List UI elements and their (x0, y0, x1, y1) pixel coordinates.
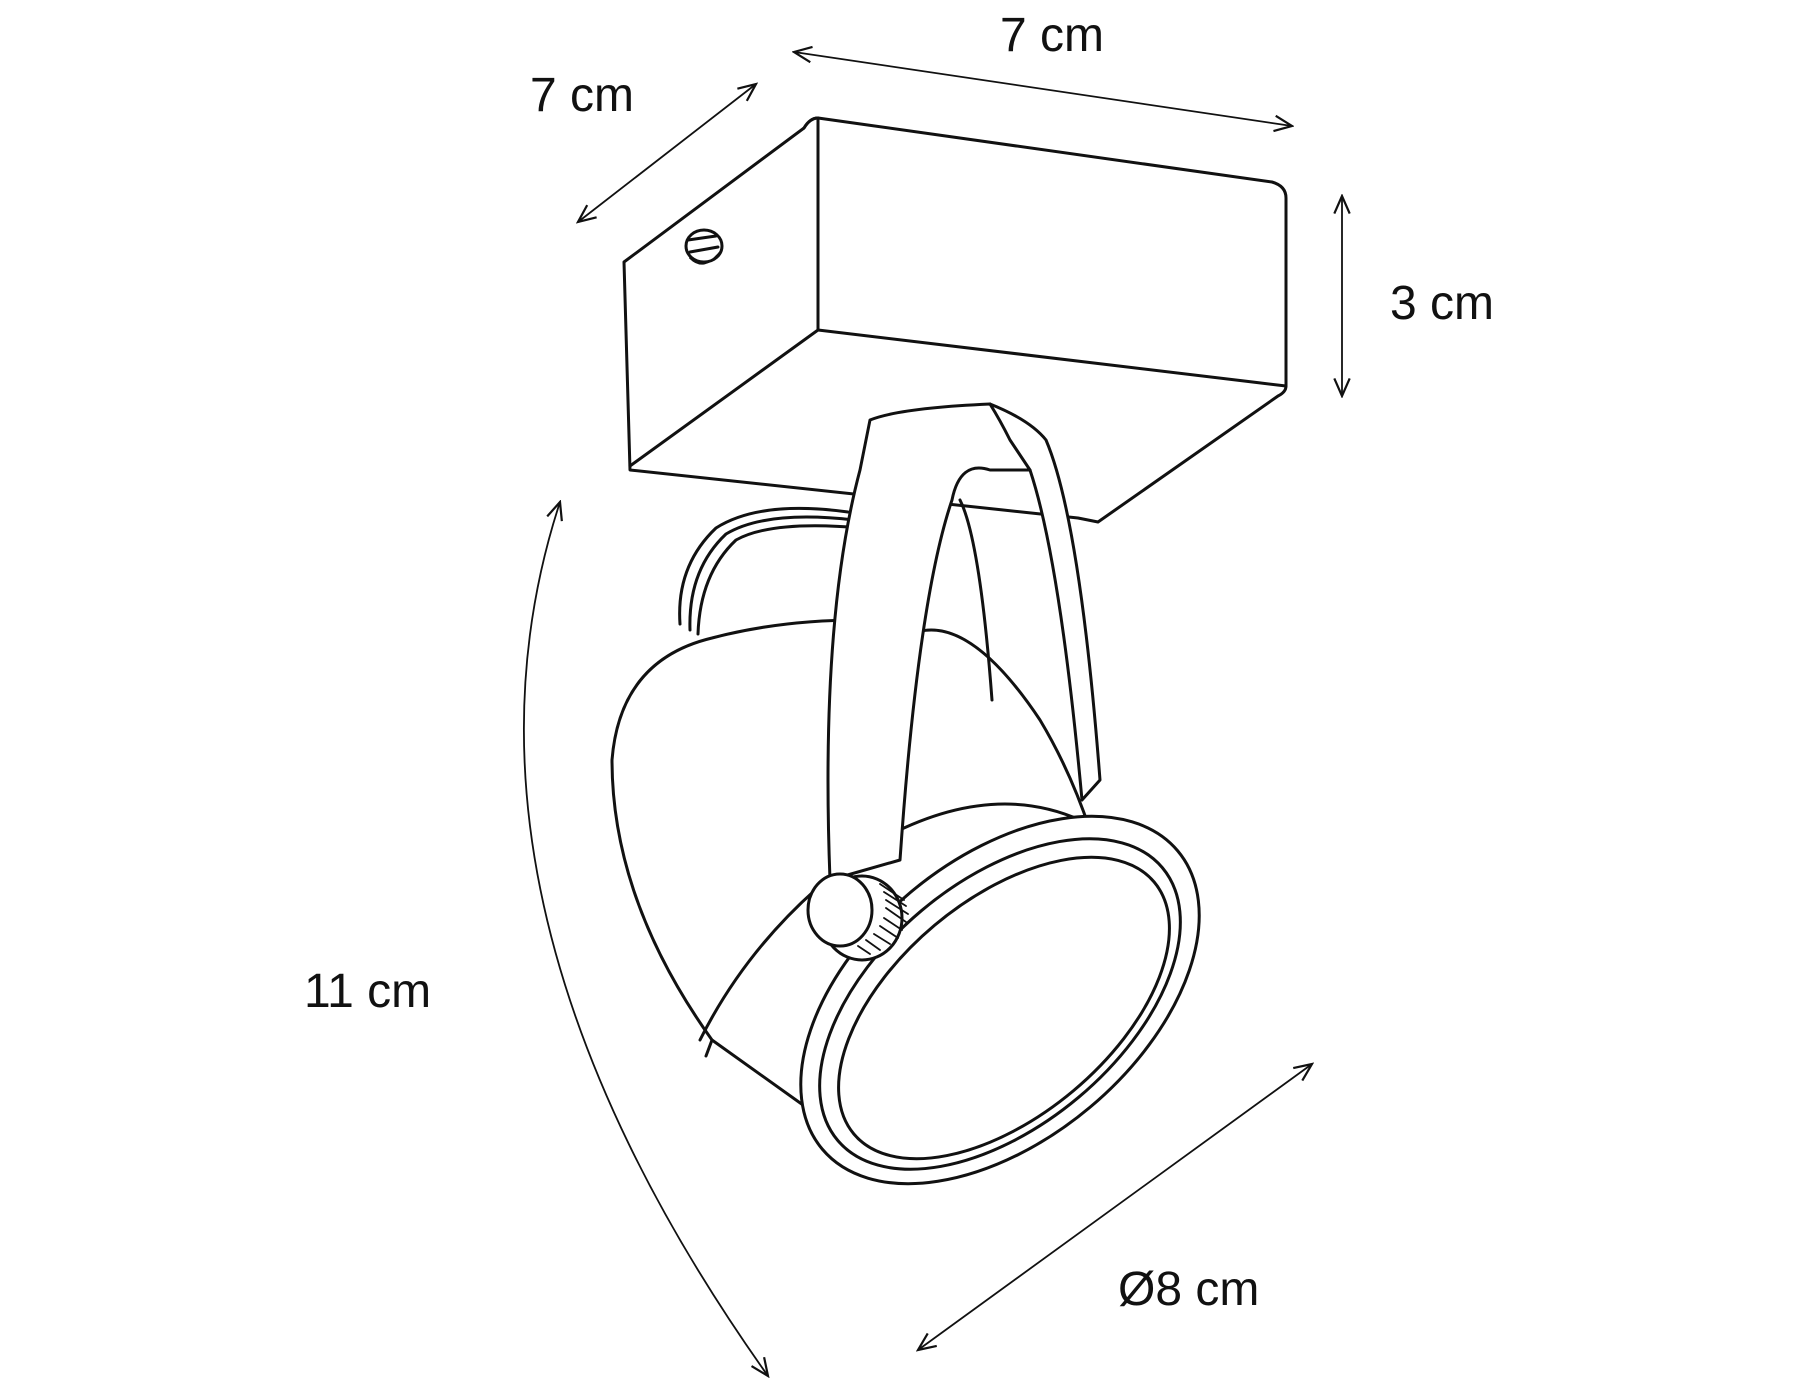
label-diameter: Ø8 cm (1118, 1263, 1260, 1316)
arrow-depth-top (578, 84, 756, 222)
arrow-diameter (918, 1064, 1312, 1350)
knob-icon (806, 872, 909, 962)
arrow-length-total (522, 502, 768, 1376)
dimension-arrows (522, 52, 1342, 1376)
label-depth-top: 7 cm (530, 69, 635, 122)
label-width-top: 7 cm (1000, 9, 1105, 62)
bracket (826, 402, 1102, 882)
arrow-width-top (794, 52, 1292, 126)
screw-icon (684, 228, 724, 265)
label-height-mount: 3 cm (1390, 277, 1495, 330)
mount-box (622, 116, 1288, 524)
label-length-total: 11 cm (304, 965, 432, 1018)
